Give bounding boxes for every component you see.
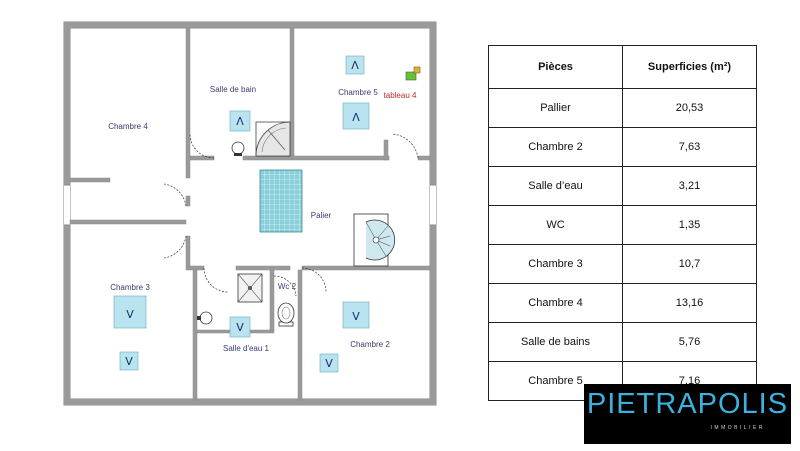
svg-text:V: V xyxy=(126,308,134,321)
vent-down-icon: V xyxy=(113,295,147,329)
table-header-row: Pièces Superficies (m²) xyxy=(488,45,757,89)
spiral-staircase xyxy=(353,213,396,267)
tableau-label: tableau 4 xyxy=(384,91,417,100)
room-label-salle-eau-1: Salle d'eau 1 xyxy=(223,344,270,353)
room-cell: Chambre 2 xyxy=(488,127,623,167)
area-cell: 3,21 xyxy=(622,166,757,206)
room-label-chambre-3: Chambre 3 xyxy=(110,283,150,292)
room-cell: Chambre 3 xyxy=(488,244,623,284)
pietrapolis-logo: PIETRAPOLIS IMMOBILIER xyxy=(584,384,791,444)
area-cell: 1,35 xyxy=(622,205,757,245)
vent-up-icon: Λ xyxy=(345,55,365,75)
wc-symbol-lower xyxy=(197,311,213,325)
svg-text:V: V xyxy=(236,321,244,334)
wc-symbol-upper xyxy=(231,141,245,156)
room-cell: Chambre 4 xyxy=(488,283,623,323)
vent-down-icon: V xyxy=(342,301,370,329)
svg-text:Λ: Λ xyxy=(352,111,360,124)
room-cell: Salle de bains xyxy=(488,322,623,362)
svg-text:V: V xyxy=(352,310,360,323)
svg-text:Λ: Λ xyxy=(351,59,359,72)
column-header-room: Pièces xyxy=(488,45,623,89)
logo-subtitle: IMMOBILIER xyxy=(710,425,765,431)
room-cell: Pallier xyxy=(488,88,623,128)
vent-up-icon: Λ xyxy=(342,102,370,130)
room-label-palier: Palier xyxy=(311,211,332,220)
area-cell: 13,16 xyxy=(622,283,757,323)
floor-plan: Λ Λ Λ V V V V V Chambre 4 Salle de bain … xyxy=(63,21,437,406)
area-cell: 7,63 xyxy=(622,127,757,167)
svg-text:V: V xyxy=(325,357,333,370)
svg-text:Λ: Λ xyxy=(236,115,244,128)
electrical-panel-icon xyxy=(405,66,421,81)
area-cell: 5,76 xyxy=(622,322,757,362)
corner-shower xyxy=(255,121,291,157)
toilet-wc2 xyxy=(277,302,295,327)
vent-up-icon: Λ xyxy=(229,110,251,132)
room-cell: WC xyxy=(488,205,623,245)
door-swings xyxy=(163,133,419,297)
stair-opening xyxy=(259,169,303,233)
room-cell: Salle d’eau xyxy=(488,166,623,206)
room-label-chambre-2: Chambre 2 xyxy=(350,340,390,349)
interior-walls xyxy=(69,27,431,401)
vent-down-icon: V xyxy=(319,353,339,373)
room-label-wc-2: Wc 2 xyxy=(278,282,297,291)
column-header-area: Superficies (m²) xyxy=(622,45,757,89)
room-label-chambre-5: Chambre 5 xyxy=(338,88,378,97)
logo-name: PIETRAPOLIS xyxy=(586,388,789,420)
svg-text:V: V xyxy=(125,355,133,368)
area-cell: 20,53 xyxy=(622,88,757,128)
room-cell: Chambre 5 xyxy=(488,361,623,401)
room-label-chambre-4: Chambre 4 xyxy=(108,122,148,131)
area-cell: 10,7 xyxy=(622,244,757,284)
room-label-salle-de-bain: Salle de bain xyxy=(210,85,256,94)
vent-down-icon: V xyxy=(229,316,251,338)
vent-down-icon: V xyxy=(119,351,139,371)
square-shower xyxy=(237,273,263,303)
